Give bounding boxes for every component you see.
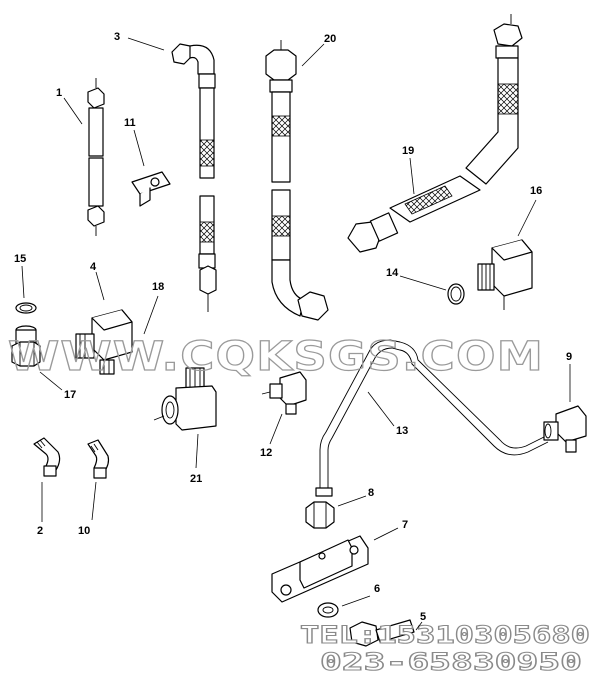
watermark-site-text: WWW.CQKSGS.COM	[8, 334, 544, 380]
part-16-fitting	[477, 239, 533, 310]
watermark-fax-text: 023-65830950	[320, 648, 582, 676]
part-4-elbow-fitting	[75, 309, 133, 375]
part-3-hose	[171, 43, 217, 312]
watermark-phone-text: TEL:15310305680	[300, 621, 590, 649]
callout-10: 10	[78, 525, 90, 537]
part-9-fitting	[543, 405, 587, 453]
callouts: 1 2 3 4 5 6 7 8 9 10 11 12 13 14 15 16 1	[14, 31, 572, 631]
part-19-hose	[347, 14, 523, 253]
part-20-hose	[265, 40, 329, 321]
callout-14: 14	[386, 267, 399, 279]
part-12-elbow	[261, 371, 307, 415]
part-5-bolt	[349, 619, 415, 647]
part-14-o-ring	[447, 283, 465, 305]
part-8-nut	[305, 501, 335, 529]
part-13-tube	[315, 339, 549, 497]
callout-11: 11	[124, 117, 136, 129]
callout-2: 2	[37, 525, 43, 537]
callout-6: 6	[374, 583, 380, 595]
watermark: WWW.CQKSGS.COM TEL:15310305680 023-65830…	[7, 333, 590, 676]
callout-20: 20	[324, 33, 336, 45]
callout-17: 17	[64, 389, 76, 401]
part-2-elbow	[33, 437, 61, 477]
callout-4: 4	[90, 261, 97, 273]
callout-5: 5	[420, 611, 426, 623]
callout-18: 18	[152, 281, 164, 293]
part-17-connector	[11, 325, 41, 367]
callout-9: 9	[566, 351, 572, 363]
callout-7: 7	[402, 519, 408, 531]
callout-15: 15	[14, 253, 26, 265]
part-11-clip	[131, 171, 171, 207]
callout-3: 3	[114, 31, 120, 43]
part-6-washer	[317, 602, 339, 618]
part-21-tee-fitting	[153, 367, 217, 431]
callout-19: 19	[402, 145, 414, 157]
part-15-o-ring	[15, 302, 37, 314]
part-10-elbow	[87, 439, 110, 479]
callout-16: 16	[530, 185, 542, 197]
part-7-bracket	[271, 535, 369, 603]
part-1-hose	[87, 78, 105, 236]
callout-8: 8	[368, 487, 374, 499]
callout-1: 1	[56, 87, 62, 99]
callout-12: 12	[260, 447, 272, 459]
callout-13: 13	[396, 425, 408, 437]
callout-21: 21	[190, 473, 202, 485]
